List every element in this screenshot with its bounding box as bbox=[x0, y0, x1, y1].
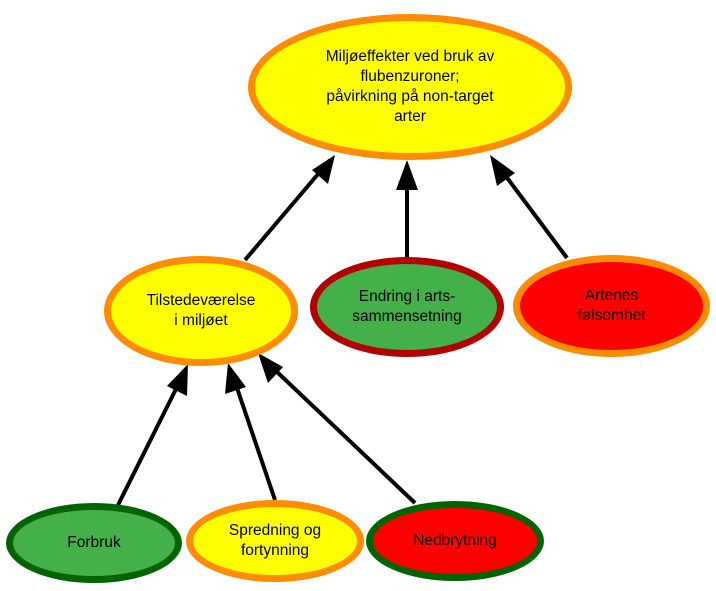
node-tilstedevaerelse-label: Tilstedeværelse i miljøet bbox=[146, 292, 256, 329]
node-nedbrytning: Nedbrytning bbox=[366, 501, 544, 581]
node-tilstedevaerelse: Tilstedeværelse i miljøet bbox=[104, 256, 298, 366]
arrowhead-tilstede-to-root bbox=[312, 155, 335, 184]
arrow-forbruk-to-tilstede bbox=[116, 384, 180, 506]
node-spredning: Spredning og fortynning bbox=[186, 500, 364, 582]
arrowhead-endring-to-root bbox=[396, 160, 418, 190]
node-endring: Endring i arts- sammensetning bbox=[310, 257, 504, 357]
node-nedbrytning-label: Nedbrytning bbox=[413, 532, 497, 549]
node-artenes: Artenes følsomhet bbox=[513, 255, 710, 357]
arrowhead-nedbrytning-to-tilstede bbox=[258, 353, 283, 383]
arrow-artenes-to-root bbox=[503, 173, 569, 260]
arrowhead-forbruk-to-tilstede bbox=[167, 364, 188, 396]
arrow-spredning-to-tilstede bbox=[234, 384, 277, 501]
node-spredning-label: Spredning og fortynning bbox=[228, 522, 322, 559]
node-forbruk: Forbruk bbox=[6, 503, 182, 583]
arrowhead-artenes-to-root bbox=[490, 155, 515, 186]
node-forbruk-label: Forbruk bbox=[67, 534, 121, 551]
node-endring-label: Endring i arts- sammensetning bbox=[352, 288, 462, 325]
arrowhead-spredning-to-tilstede bbox=[225, 363, 246, 394]
node-root: Miljøeffekter ved bruk av flubenzuroner;… bbox=[248, 14, 572, 160]
arrow-tilstede-to-root bbox=[243, 158, 332, 262]
node-root-label: Miljøeffekter ved bruk av flubenzuroner;… bbox=[325, 48, 495, 125]
arrow-nedbrytning-to-tilstede bbox=[273, 368, 417, 505]
node-artenes-label: Artenes følsomhet bbox=[577, 287, 646, 324]
